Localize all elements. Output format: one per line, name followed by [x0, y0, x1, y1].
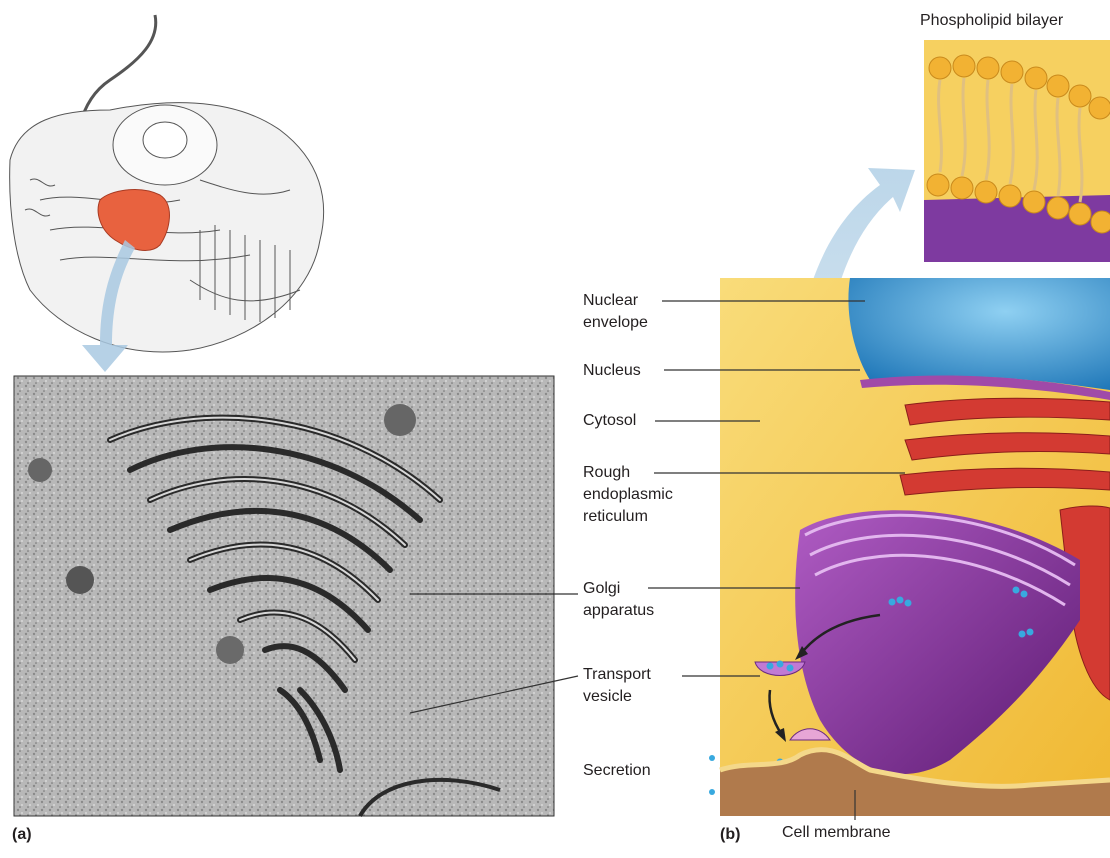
bilayer-inset [924, 40, 1110, 262]
label-golgi: Golgi apparatus [583, 578, 654, 622]
label-phospholipid-bilayer: Phospholipid bilayer [920, 10, 1063, 32]
label-cytosol: Cytosol [583, 410, 636, 432]
label-transport-vesicle: Transport vesicle [583, 664, 651, 708]
cell-illustration [709, 278, 1110, 816]
label-rough-er: Rough endoplasmic reticulum [583, 462, 673, 528]
cell-sketch [10, 15, 324, 352]
micrograph [14, 376, 554, 816]
panel-label-b: (b) [720, 826, 740, 844]
label-secretion: Secretion [583, 760, 651, 782]
label-nuclear-envelope: Nuclear envelope [583, 290, 648, 334]
label-cell-membrane: Cell membrane [782, 822, 890, 844]
label-nucleus: Nucleus [583, 360, 641, 382]
panel-label-a: (a) [12, 826, 32, 844]
